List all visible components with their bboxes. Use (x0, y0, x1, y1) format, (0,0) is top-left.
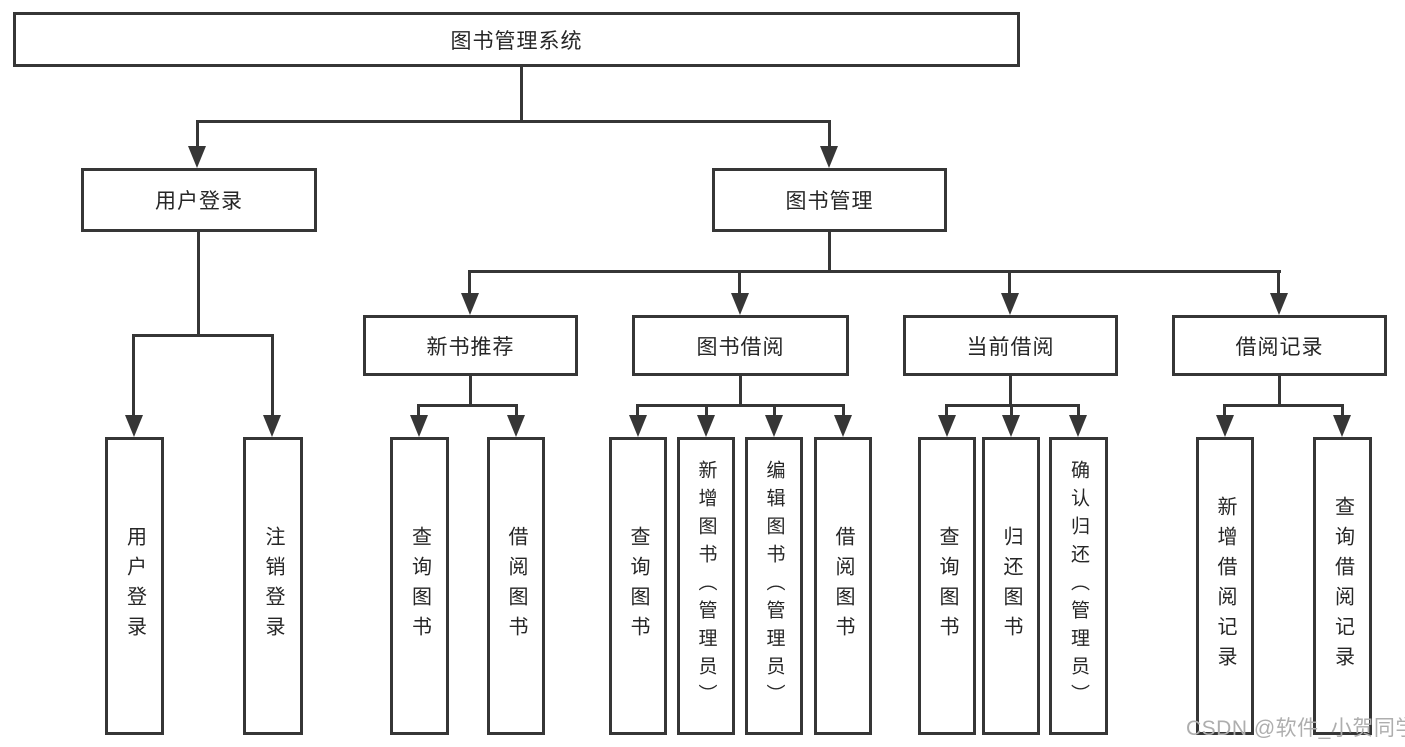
leaf-user-login: 用户登录 (105, 437, 164, 735)
connector-line (738, 270, 741, 293)
arrow-down-icon (697, 415, 715, 437)
connector-line (705, 404, 708, 415)
connector-line (469, 270, 1281, 273)
node-borrow-record: 借阅记录 (1172, 315, 1387, 376)
connector-line (520, 67, 523, 123)
leaf-nb-query-books: 查询图书 (390, 437, 449, 735)
connector-line (132, 334, 273, 337)
connector-line (1341, 404, 1344, 415)
leaf-bb-query-books: 查询图书 (609, 437, 667, 735)
connector-line (469, 376, 472, 407)
connector-line (1009, 376, 1012, 407)
connector-line (1008, 270, 1011, 293)
node-user-login: 用户登录 (81, 168, 317, 232)
connector-line (773, 404, 776, 415)
arrow-down-icon (731, 293, 749, 315)
connector-line (1077, 404, 1080, 415)
arrow-down-icon (461, 293, 479, 315)
connector-line (515, 404, 518, 415)
arrow-down-icon (1002, 415, 1020, 437)
connector-line (132, 334, 135, 415)
arrow-down-icon (1069, 415, 1087, 437)
node-root: 图书管理系统 (13, 12, 1020, 67)
arrow-down-icon (263, 415, 281, 437)
connector-line (196, 120, 831, 123)
node-new-book-recommend: 新书推荐 (363, 315, 578, 376)
arrow-down-icon (507, 415, 525, 437)
arrow-down-icon (1216, 415, 1234, 437)
leaf-bb-borrow-books: 借阅图书 (814, 437, 872, 735)
leaf-br-query-record: 查询借阅记录 (1313, 437, 1372, 735)
connector-line (468, 270, 471, 293)
arrow-down-icon (125, 415, 143, 437)
node-current-borrow: 当前借阅 (903, 315, 1118, 376)
leaf-cb-return-books: 归还图书 (982, 437, 1040, 735)
connector-line (828, 232, 831, 273)
connector-line (417, 404, 420, 415)
connector-line (1010, 404, 1013, 415)
connector-line (1277, 270, 1280, 293)
arrow-down-icon (938, 415, 956, 437)
connector-line (945, 404, 948, 415)
leaf-nb-borrow-books: 借阅图书 (487, 437, 545, 735)
connector-line (636, 404, 845, 407)
leaf-cb-query-books: 查询图书 (918, 437, 976, 735)
connector-line (739, 376, 742, 407)
node-book-borrow: 图书借阅 (632, 315, 849, 376)
connector-line (1223, 404, 1344, 407)
arrow-down-icon (1001, 293, 1019, 315)
leaf-logout: 注销登录 (243, 437, 303, 735)
connector-line (636, 404, 639, 415)
connector-line (1278, 376, 1281, 407)
leaf-bb-edit-book-admin: 编辑图书（管理员） (745, 437, 803, 735)
connector-line (1223, 404, 1226, 415)
connector-line (842, 404, 845, 415)
connector-line (197, 232, 200, 337)
arrow-down-icon (1333, 415, 1351, 437)
leaf-br-add-record: 新增借阅记录 (1196, 437, 1254, 735)
arrow-down-icon (765, 415, 783, 437)
arrow-down-icon (820, 146, 838, 168)
csdn-watermark: CSDN @软件_小贺同学 (1186, 717, 1405, 740)
connector-line (271, 334, 274, 415)
node-book-management: 图书管理 (712, 168, 947, 232)
leaf-cb-confirm-return-admin: 确认归还（管理员） (1049, 437, 1108, 735)
connector-line (417, 404, 518, 407)
connector-line (196, 120, 199, 146)
arrow-down-icon (188, 146, 206, 168)
arrow-down-icon (629, 415, 647, 437)
arrow-down-icon (834, 415, 852, 437)
arrow-down-icon (1270, 293, 1288, 315)
arrow-down-icon (410, 415, 428, 437)
leaf-bb-add-book-admin: 新增图书（管理员） (677, 437, 735, 735)
connector-line (828, 120, 831, 146)
